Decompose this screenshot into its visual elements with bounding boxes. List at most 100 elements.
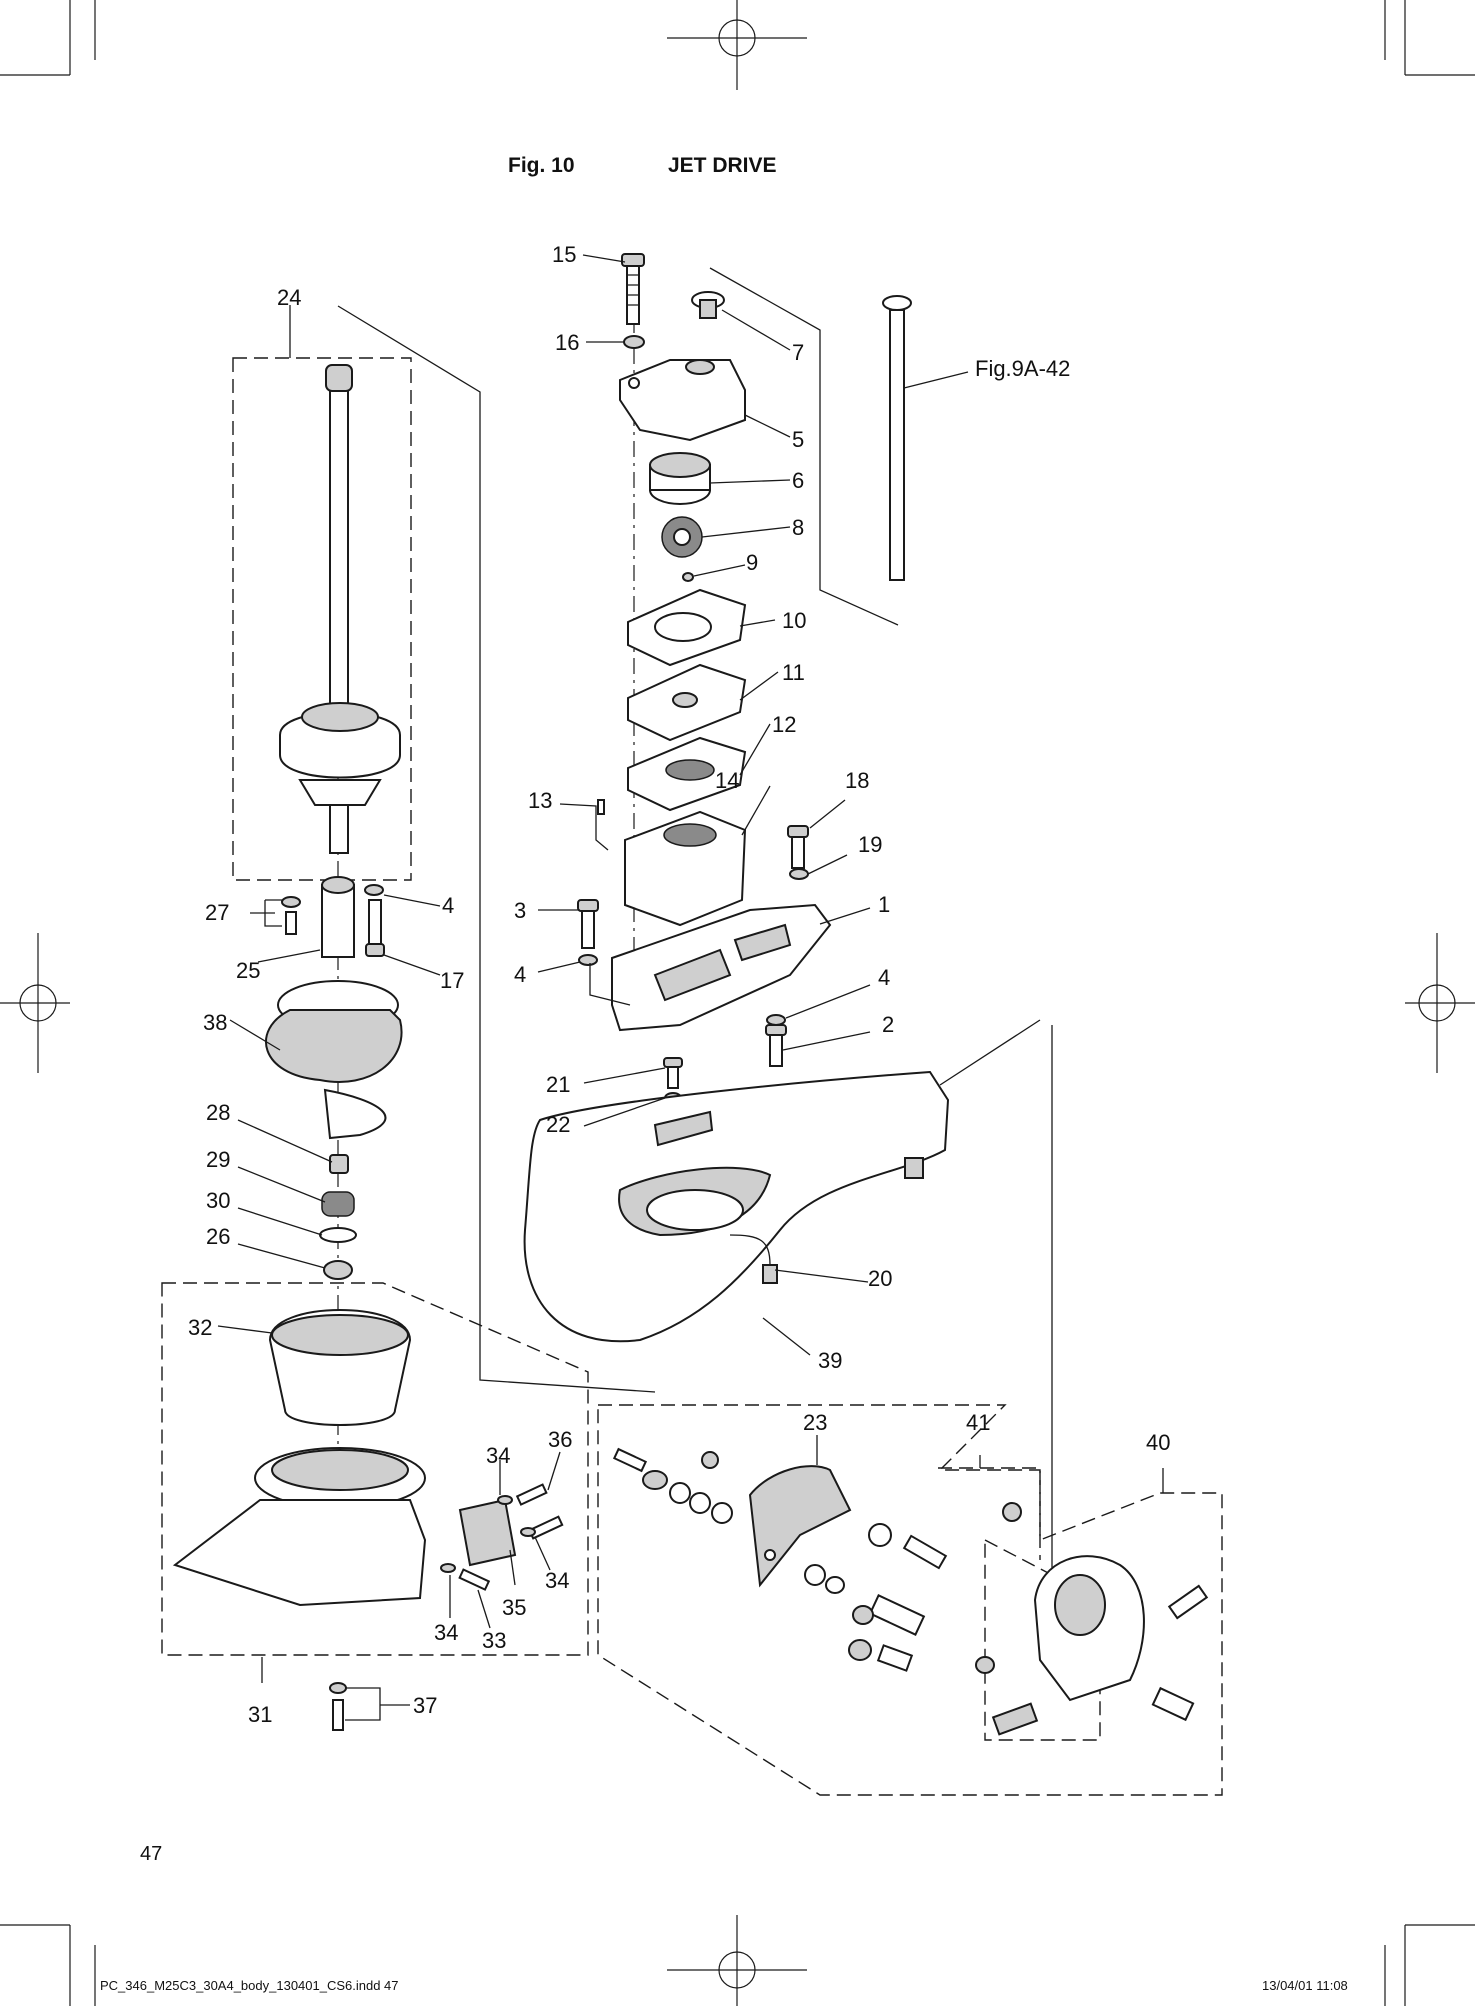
adapter-plate-1 [611,903,832,1032]
washer-16 [623,335,645,349]
callout-25: 25 [236,958,260,983]
registration-mark-left [0,933,70,1073]
registration-mark-top [667,0,807,90]
callout-37: 37 [413,1693,437,1718]
jet-impeller-38 [265,980,403,1140]
group-24-boundary [232,357,412,881]
callout-23: 23 [803,1410,827,1435]
registration-mark-bottom [667,1915,807,2006]
callout-10: 10 [782,608,806,633]
callout-16: 16 [555,330,579,355]
figure-title: JET DRIVE [668,154,777,177]
callout-12: 12 [772,712,796,737]
grommet-7 [691,291,725,319]
spacer-25 [321,876,355,958]
callout-1: 1 [878,892,890,917]
callout-13: 13 [528,788,552,813]
washer-27 [281,896,301,908]
washer-4-left [578,954,598,966]
file-info: PC_346_M25C3_30A4_body_130401_CS6.indd 4… [100,1978,399,1993]
steering-nozzle-40 [848,1555,1209,1736]
callout-35: 35 [502,1595,526,1620]
steering-hardware [612,1447,1022,1636]
callout-14: 14 [715,768,739,793]
washers-34 [440,1495,536,1573]
callout-5: 5 [792,427,804,452]
callout-40: 40 [1146,1430,1170,1455]
callout-27: 27 [205,900,229,925]
gasket-10 [627,588,747,667]
callout-21: 21 [546,1072,570,1097]
intake-liner-32 [268,1309,412,1426]
intake-grate-35 [458,1498,517,1567]
figure-number: Fig. 10 [508,154,575,177]
callout-11: 11 [782,660,805,685]
callout-41: 41 [966,1410,990,1435]
callout-4-shaft: 4 [442,893,454,918]
washer-4-shaft [364,884,384,896]
intake-housing-31 [172,1447,427,1607]
drive-shaft-24 [325,364,353,718]
screws-37 [329,1682,347,1731]
bolt-18 [787,825,809,869]
callout-18: 18 [845,768,869,793]
spacer-29 [321,1191,355,1217]
jet-housing-39 [523,1070,950,1343]
callout-2: 2 [882,1012,894,1037]
gasket-12 [627,736,747,812]
callout-8: 8 [792,515,804,540]
callout-4-right: 4 [878,965,890,990]
nut-26 [323,1260,353,1280]
callout-7: 7 [792,340,804,365]
bolt-21 [663,1057,683,1089]
registration-mark-right [1405,933,1475,1073]
callout-15: 15 [552,242,576,267]
pump-housing-5 [619,359,746,442]
steering-bracket-23 [748,1465,852,1588]
callout-4-left: 4 [514,962,526,987]
callout-19: 19 [858,832,882,857]
group-23-boundary [597,1404,1223,1796]
bolt-15 [621,253,645,325]
bearing-housing-24 [279,702,401,854]
callout-29: 29 [206,1147,230,1172]
washer-4-right [766,1014,786,1026]
reference-tube [882,295,912,581]
callout-33: 33 [482,1628,506,1653]
callout-36: 36 [548,1427,572,1452]
callout-31: 31 [248,1702,272,1727]
callout-20: 20 [868,1266,892,1291]
print-timestamp: 13/04/01 11:08 [1262,1978,1348,1993]
key-9 [682,572,694,582]
reference-lines [337,267,1053,1660]
callout-numbers: 15 16 7 5 6 8 9 10 11 12 13 14 18 19 3 4… [188,242,1170,1727]
callout-34-right: 34 [545,1568,569,1593]
tab-washer-28 [329,1154,349,1174]
dowel-pin-13 [597,799,605,815]
callout-30: 30 [206,1188,230,1213]
outer-plate-11 [627,663,747,742]
callout-17: 17 [440,968,464,993]
bolt-27 [285,911,297,935]
callout-34-bottom: 34 [434,1620,458,1645]
callout-32: 32 [188,1315,212,1340]
bolt-3 [577,899,599,949]
callout-3: 3 [514,898,526,923]
group-41-boundary [938,1467,1041,1560]
bolt-17 [365,899,385,957]
callout-6: 6 [792,468,804,493]
callout-22: 22 [546,1112,570,1137]
reference-label: Fig.9A-42 [975,356,1070,381]
callout-34-top: 34 [486,1443,510,1468]
bolt-2 [765,1024,787,1067]
washer-19 [789,868,809,880]
lock-washer-30 [319,1227,357,1243]
leader-lines [217,254,1164,1721]
reference-leader [903,371,969,389]
callout-24: 24 [277,285,301,310]
pump-case-14 [624,810,747,927]
callout-39: 39 [818,1348,842,1373]
impeller-8 [661,516,703,558]
